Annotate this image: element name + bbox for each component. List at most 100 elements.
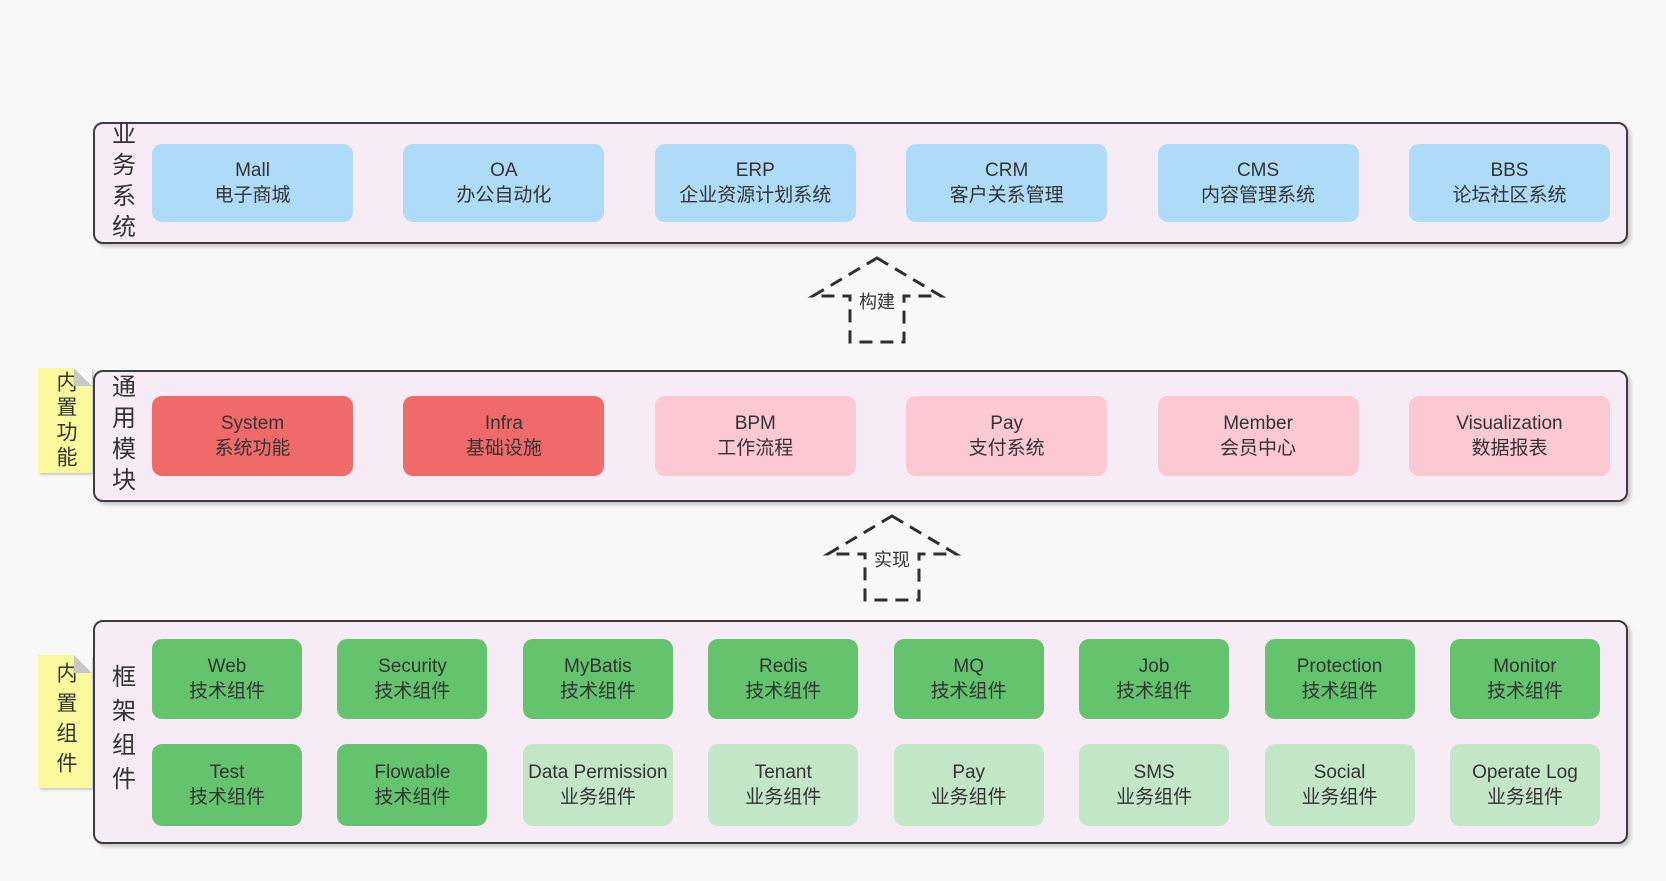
- box-test-zh: 技术组件: [188, 786, 265, 808]
- box-redis: Redis 技术组件: [708, 638, 859, 719]
- box-security: Security 技术组件: [337, 638, 488, 719]
- box-cms-en: CMS: [1236, 160, 1280, 181]
- box-sms-en: SMS: [1133, 761, 1175, 783]
- box-sms-zh: 业务组件: [1116, 786, 1193, 808]
- component-row-1: Web 技术组件 Security 技术组件 MyBatis 技术组件 Redi…: [152, 638, 1600, 719]
- box-crm-en: CRM: [985, 160, 1029, 181]
- box-mall: Mall 电子商城: [152, 144, 353, 222]
- business-systems-band: 业务系统 Mall 电子商城 OA 办公自动化 ERP 企业资源计划系统 CRM…: [93, 121, 1628, 245]
- build-arrow-label: 构建: [856, 287, 898, 315]
- box-social-en: Social: [1313, 761, 1366, 783]
- box-operate-log: Operate Log 业务组件: [1449, 743, 1600, 826]
- box-member: Member 会员中心: [1157, 396, 1359, 476]
- box-erp-en: ERP: [735, 160, 775, 181]
- box-oa-zh: 办公自动化: [456, 185, 552, 206]
- box-visualization-zh: 数据报表: [1471, 438, 1548, 459]
- components-band-label-text: 框架组件: [107, 664, 135, 800]
- box-mq-en: MQ: [953, 655, 984, 677]
- box-mall-en: Mall: [235, 160, 270, 181]
- box-erp: ERP 企业资源计划系统: [654, 144, 856, 222]
- box-oa-en: OA: [490, 160, 518, 181]
- box-visualization-en: Visualization: [1456, 413, 1563, 434]
- box-infra-zh: 基础设施: [465, 438, 542, 459]
- box-redis-zh: 技术组件: [745, 680, 822, 702]
- box-web: Web 技术组件: [152, 638, 302, 719]
- box-mq-zh: 技术组件: [930, 680, 1007, 702]
- box-pay-component-zh: 业务组件: [930, 786, 1007, 808]
- box-protection-zh: 技术组件: [1301, 680, 1378, 702]
- box-tenant-en: Tenant: [754, 761, 812, 783]
- box-data-permission-zh: 业务组件: [559, 786, 636, 808]
- built-in-components-sticky: 内置组件: [38, 655, 92, 788]
- box-monitor: Monitor 技术组件: [1449, 638, 1600, 719]
- box-visualization: Visualization 数据报表: [1408, 396, 1610, 476]
- implement-arrow-icon: 实现: [822, 513, 962, 603]
- built-in-functions-sticky-text: 内置功能: [54, 370, 77, 471]
- components-band-label: 框架组件: [95, 622, 147, 842]
- box-flowable: Flowable 技术组件: [337, 743, 488, 826]
- box-system-zh: 系统功能: [214, 438, 291, 459]
- box-cms-zh: 内容管理系统: [1201, 185, 1316, 206]
- box-redis-en: Redis: [758, 655, 808, 677]
- box-system-en: System: [220, 413, 285, 434]
- box-web-en: Web: [207, 655, 247, 677]
- box-bpm-zh: 工作流程: [717, 438, 794, 459]
- built-in-functions-sticky: 内置功能: [38, 368, 92, 473]
- box-data-permission-en: Data Permission: [528, 761, 668, 783]
- box-member-zh: 会员中心: [1220, 438, 1297, 459]
- box-crm: CRM 客户关系管理: [906, 144, 1108, 222]
- business-band-label: 业务系统: [95, 121, 147, 245]
- box-infra-en: Infra: [484, 413, 523, 434]
- box-web-zh: 技术组件: [188, 680, 265, 702]
- box-job-zh: 技术组件: [1116, 680, 1193, 702]
- box-oa: OA 办公自动化: [403, 144, 605, 222]
- component-rows: Web 技术组件 Security 技术组件 MyBatis 技术组件 Redi…: [147, 622, 1626, 842]
- box-pay-component-en: Pay: [952, 761, 986, 783]
- box-mybatis-en: MyBatis: [564, 655, 632, 677]
- box-protection: Protection 技术组件: [1264, 638, 1415, 719]
- box-social-zh: 业务组件: [1301, 786, 1378, 808]
- box-bbs-en: BBS: [1490, 160, 1529, 181]
- build-arrow-icon: 构建: [807, 255, 947, 345]
- box-mybatis-zh: 技术组件: [559, 680, 636, 702]
- box-monitor-zh: 技术组件: [1486, 680, 1563, 702]
- box-pay-component: Pay 业务组件: [893, 743, 1044, 826]
- business-boxes-row: Mall 电子商城 OA 办公自动化 ERP 企业资源计划系统 CRM 客户关系…: [147, 124, 1626, 242]
- box-bbs-zh: 论坛社区系统: [1452, 185, 1567, 206]
- framework-components-band: 框架组件 Web 技术组件 Security 技术组件 MyBatis 技术组件…: [93, 620, 1628, 844]
- box-erp-zh: 企业资源计划系统: [679, 185, 832, 206]
- box-test: Test 技术组件: [152, 743, 302, 826]
- box-tenant-zh: 业务组件: [745, 786, 822, 808]
- box-protection-en: Protection: [1296, 655, 1383, 677]
- modules-band-label: 通用模块: [95, 372, 147, 500]
- common-modules-band: 通用模块 System 系统功能 Infra 基础设施 BPM 工作流程 Pay…: [93, 370, 1628, 502]
- box-social: Social 业务组件: [1264, 743, 1415, 826]
- box-job: Job 技术组件: [1079, 638, 1230, 719]
- implement-arrow-label: 实现: [871, 545, 913, 573]
- box-member-en: Member: [1223, 413, 1293, 434]
- box-flowable-zh: 技术组件: [374, 786, 451, 808]
- box-operate-log-en: Operate Log: [1472, 761, 1578, 783]
- box-crm-zh: 客户关系管理: [949, 185, 1064, 206]
- box-sms: SMS 业务组件: [1079, 743, 1230, 826]
- box-flowable-en: Flowable: [374, 761, 451, 783]
- business-band-label-text: 业务系统: [107, 121, 135, 245]
- box-system: System 系统功能: [152, 396, 353, 476]
- box-cms: CMS 内容管理系统: [1157, 144, 1359, 222]
- box-bbs: BBS 论坛社区系统: [1408, 144, 1610, 222]
- box-job-en: Job: [1138, 655, 1170, 677]
- box-mq: MQ 技术组件: [893, 638, 1044, 719]
- box-mybatis: MyBatis 技术组件: [522, 638, 673, 719]
- box-monitor-en: Monitor: [1493, 655, 1557, 677]
- box-data-permission: Data Permission 业务组件: [522, 743, 673, 826]
- box-pay-module-en: Pay: [990, 413, 1024, 434]
- box-security-zh: 技术组件: [374, 680, 451, 702]
- box-pay-module: Pay 支付系统: [906, 396, 1108, 476]
- box-mall-zh: 电子商城: [214, 185, 291, 206]
- box-bpm: BPM 工作流程: [654, 396, 856, 476]
- module-boxes-row: System 系统功能 Infra 基础设施 BPM 工作流程 Pay 支付系统…: [147, 372, 1626, 500]
- box-test-en: Test: [209, 761, 245, 783]
- box-infra: Infra 基础设施: [403, 396, 605, 476]
- box-operate-log-zh: 业务组件: [1486, 786, 1563, 808]
